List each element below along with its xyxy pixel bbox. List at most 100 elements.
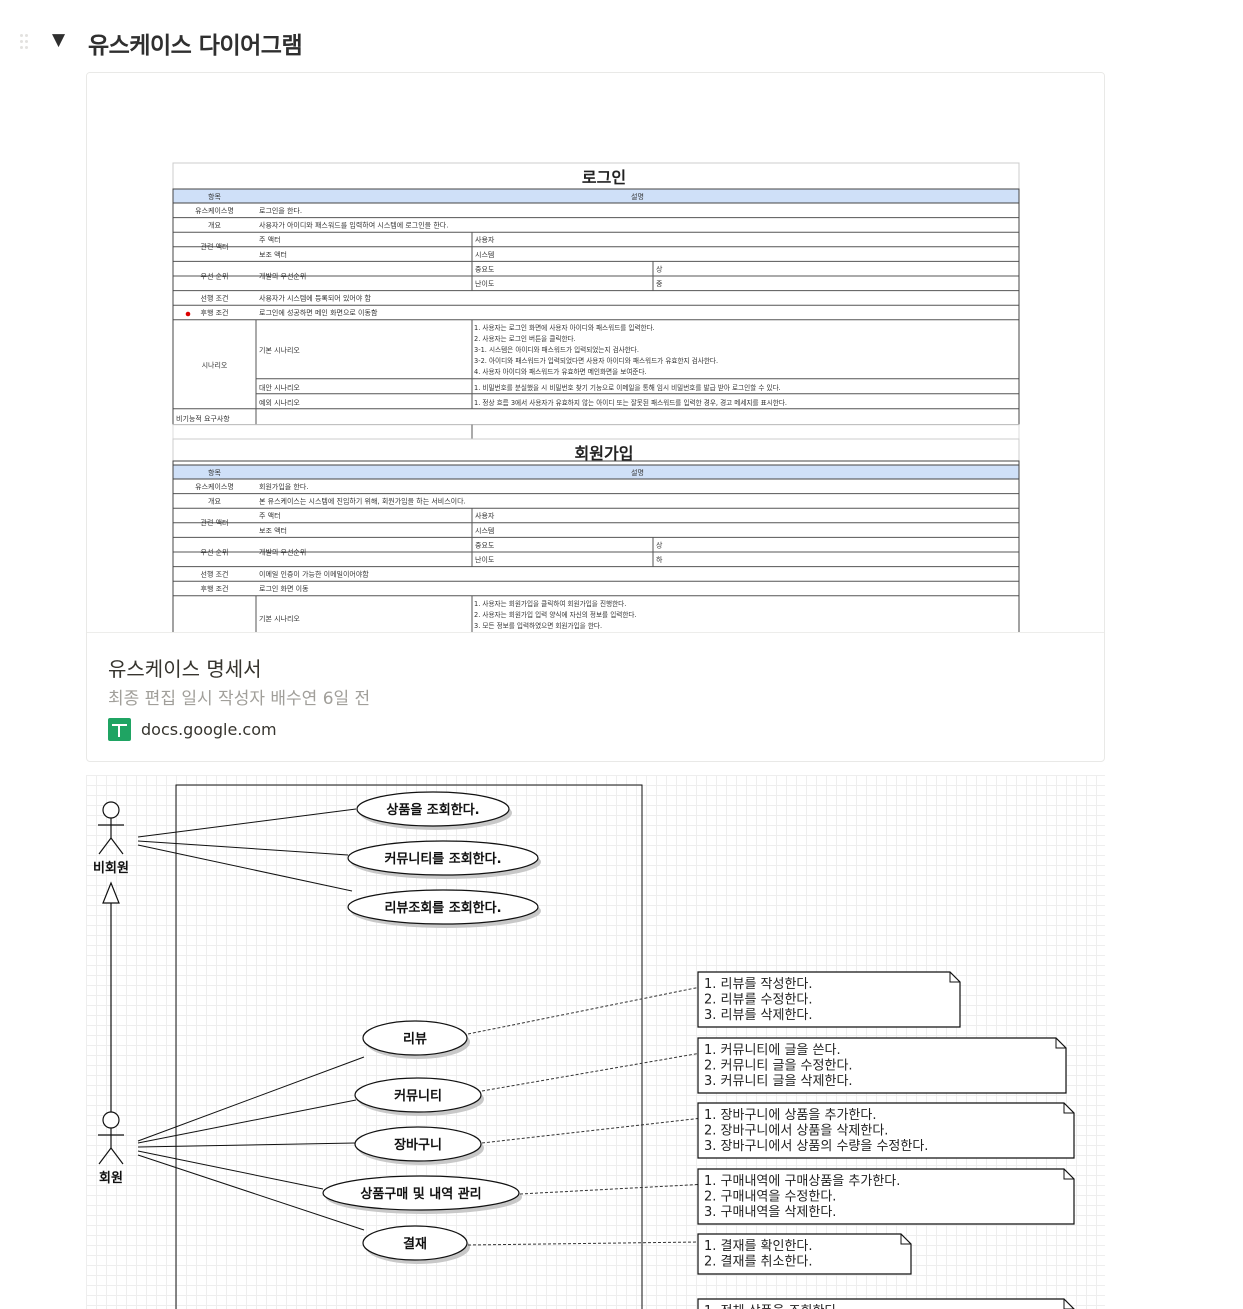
usecase-label: 커뮤니티를 조회한다. [384, 851, 501, 867]
cell-text: 설명 [631, 192, 644, 201]
cell-text: 회원가입을 한다. [259, 482, 309, 491]
note-connector [481, 1053, 699, 1092]
cell-text: 대안 시나리오 [259, 383, 300, 392]
cell-text: 기본 시나리오 [259, 614, 300, 623]
actor-member: 회원 [98, 1111, 124, 1186]
note-box [697, 1233, 912, 1275]
cell-text: 난이도 [475, 555, 495, 564]
note-fold [900, 1234, 911, 1245]
cell-text: 항목 [208, 468, 221, 477]
note-fold [1063, 1169, 1074, 1180]
cell-text: 이메일 인증이 가능한 이메일이어야함 [259, 570, 369, 579]
cell-text: 시스템 [475, 251, 494, 259]
comment-marker [185, 311, 191, 317]
cell-text: 기본 시나리오 [259, 345, 300, 354]
association-line [137, 1142, 356, 1148]
cell-text: 1. 비밀번호를 분실했을 시 비밀번호 찾기 기능으로 이메일을 통해 임시 … [474, 383, 781, 392]
association-line [137, 1056, 365, 1142]
bookmark-description: 최종 편집 일시 작성자 배수연 6일 전 [108, 689, 371, 709]
note-fold [1063, 1103, 1074, 1114]
bookmark-url: docs.google.com [141, 719, 277, 739]
note-box [697, 1037, 1067, 1094]
association-line [137, 1154, 365, 1231]
note-text: 2. 커뮤니티 글을 수정한다. [704, 1059, 853, 1074]
cell-text: 3-1. 시스템은 아이디와 패스워드가 입력되었는지 검사한다. [474, 345, 639, 354]
usecase-label: 상품을 조회한다. [386, 802, 479, 818]
cell-text: 1. 사용자는 로그인 화면에 사용자 아이디와 패스워드를 입력한다. [474, 323, 655, 332]
bookmark-link[interactable]: docs.google.com [108, 717, 277, 741]
header-row [172, 464, 1020, 480]
cell-text: 시나리오 [202, 360, 228, 369]
cell-text: 사용자 [475, 235, 495, 244]
cell-text: 선행 조건 [201, 570, 229, 579]
cell-text: 후행 조건 [201, 308, 229, 317]
cell-text: 로그인에 성공하면 메인 화면으로 이동함 [259, 308, 378, 317]
actor-label: 회원 [99, 1170, 123, 1186]
usecase-ellipse [347, 889, 539, 925]
cell-text: 보조 액터 [259, 250, 287, 259]
actor-leg [110, 1147, 124, 1165]
cell-text: 관련 액터 [201, 518, 229, 527]
actor-head [102, 1111, 120, 1129]
cell-text: 항목 [208, 192, 221, 201]
cell-text: 2. 사용자는 로그인 버튼을 클릭한다. [474, 334, 576, 343]
usecase-ellipse [347, 840, 539, 876]
cell-text: 보조 액터 [259, 526, 287, 535]
note-fold [949, 972, 960, 983]
usecase-label: 상품구매 및 내역 관리 [360, 1186, 481, 1202]
note-text: 1. 결재를 확인한다. [704, 1239, 813, 1254]
toggle-arrow-icon[interactable]: ▼ [52, 30, 66, 50]
cell-text: 3-2. 아이디와 패스워드가 입력되었다면 사용자 아이디와 패스워드가 유효… [474, 356, 718, 365]
actor-leg [110, 837, 124, 855]
note-text: 3. 커뮤니티 글을 삭제한다. [704, 1074, 853, 1089]
note-connector [467, 1241, 699, 1246]
association-line [137, 844, 353, 892]
note-text: 2. 리뷰를 수정한다. [704, 993, 813, 1008]
cell-text: 로그인을 한다. [259, 206, 302, 215]
cell-text: 4. 사용자 아이디와 패스워드가 유효하면 메인화면을 보여준다. [474, 367, 647, 376]
google-sheets-icon [108, 717, 131, 741]
note-connector [467, 987, 699, 1035]
cell-text: 중 [656, 280, 663, 288]
note-box [697, 1168, 1075, 1225]
cell-text: 비기능적 요구사항 [176, 414, 230, 423]
association-line [137, 1099, 357, 1144]
cell-text: 개요 [208, 497, 221, 506]
sheet-title-cell [172, 162, 1020, 190]
note-connector [481, 1118, 699, 1144]
actor-leg [98, 837, 112, 855]
note-text: 3. 리뷰를 삭제한다. [704, 1008, 813, 1023]
cell-text: 후행 조건 [201, 584, 229, 593]
note-fold [1055, 1038, 1066, 1049]
note-text: 3. 장바구니에서 상품의 수량을 수정한다. [704, 1139, 928, 1154]
note-text: 2. 구매내역을 수정한다. [704, 1190, 836, 1205]
cell-text: 1. 사용자는 회원가입을 클릭하여 회원가입을 진행한다. [474, 599, 626, 608]
actor-guest: 비회원 [93, 801, 129, 876]
usecase-label: 리뷰 [403, 1031, 427, 1047]
usecase-ellipse [322, 1175, 520, 1211]
association-line [137, 840, 349, 856]
generalization-arrow [102, 881, 120, 904]
cell-text: 설명 [631, 468, 644, 477]
usecase-label: 장바구니 [394, 1137, 442, 1153]
cell-text: 우선 순위 [201, 547, 229, 556]
note-text: 1. 커뮤니티에 글을 쓴다. [704, 1043, 841, 1058]
actor-leg [98, 1147, 112, 1165]
drag-handle-icon[interactable] [20, 34, 30, 52]
usecase-ellipse [362, 1225, 468, 1261]
cell-text: 사용자가 시스템에 등록되어 있어야 함 [259, 294, 371, 303]
note-text: 1. 장바구니에 상품을 추가한다. [704, 1108, 876, 1123]
actor-label: 비회원 [93, 860, 129, 876]
association-line [137, 1150, 324, 1190]
cell-text: 개요 [208, 221, 221, 230]
cell-text: 하 [656, 555, 663, 564]
cell-text: 난이도 [475, 279, 495, 288]
cell-text: 중요도 [475, 265, 495, 273]
note-text: 1. 구매내역에 구매상품을 추가한다. [704, 1174, 900, 1189]
cell-text: 시스템 [475, 527, 494, 535]
usecase-ellipse [356, 791, 510, 827]
cell-text: 개발의 우선순위 [259, 271, 306, 280]
table-border [172, 460, 1020, 632]
